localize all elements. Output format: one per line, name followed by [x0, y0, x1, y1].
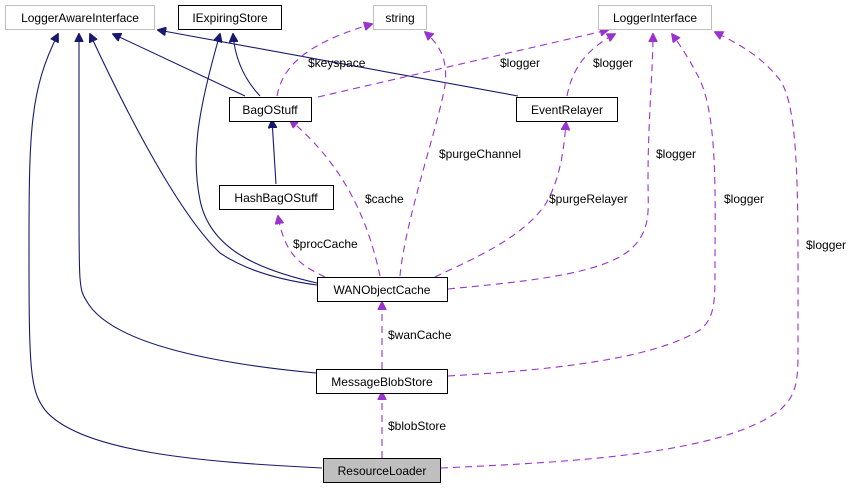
node-bagostuff[interactable]: BagOStuff: [229, 97, 312, 122]
node-label: string: [385, 11, 414, 25]
node-label: IExpiringStore: [192, 11, 268, 25]
node-wanobjectcache[interactable]: WANObjectCache: [317, 277, 448, 302]
label-messageblobstore-logger: $logger: [724, 192, 764, 206]
edge-wanobjectcache-string: [399, 32, 447, 277]
label-purgerelayer: $purgeRelayer: [549, 192, 628, 206]
label-resourceloader-logger: $logger: [806, 238, 846, 252]
edge-wanobjectcache-loggerinterface: [447, 34, 653, 290]
edge-eventrelayer-loggerawareinterface: [158, 30, 519, 97]
edge-resourceloader-loggerawareinterface: [28, 34, 323, 469]
node-label: BagOStuff: [242, 103, 298, 117]
edge-bagostuff-loggerinterface: [317, 30, 608, 98]
node-iexpiringstore[interactable]: IExpiringStore: [178, 5, 282, 30]
inheritance-edges: [28, 30, 519, 469]
label-bagostuff-logger: $logger: [500, 56, 540, 70]
label-blobstore: $blobStore: [388, 419, 446, 433]
edge-messageblobstore-loggerawareinterface: [79, 34, 317, 374]
usage-edges: [276, 24, 799, 469]
edge-labels: $keyspace $logger $logger $purgeChannel …: [293, 56, 846, 433]
edge-wanobjectcache-iexpiringstore: [195, 34, 318, 284]
edge-wanobjectcache-bagostuff: [290, 120, 381, 277]
label-proccache: $procCache: [293, 237, 358, 251]
node-label: EventRelayer: [531, 103, 603, 117]
label-cache: $cache: [365, 192, 404, 206]
edge-resourceloader-loggerinterface: [440, 32, 799, 469]
node-loggerawareinterface[interactable]: LoggerAwareInterface: [5, 5, 155, 30]
node-label: WANObjectCache: [334, 283, 431, 297]
label-keyspace: $keyspace: [308, 56, 366, 70]
node-label: MessageBlobStore: [331, 375, 433, 389]
edge-hashbagostuff-bagostuff: [272, 120, 276, 185]
label-purgechannel: $purgeChannel: [439, 147, 521, 161]
edge-bagostuff-iexpiringstore: [233, 34, 261, 97]
edge-wanobjectcache-hashbagostuff: [278, 216, 326, 278]
edge-bagostuff-loggerawareinterface: [113, 34, 246, 97]
edge-messageblobstore-loggerinterface: [447, 34, 716, 377]
label-eventrelayer-logger: $logger: [593, 56, 633, 70]
node-loggerinterface[interactable]: LoggerInterface: [598, 5, 712, 30]
node-label: LoggerAwareInterface: [21, 11, 139, 25]
edge-eventrelayer-loggerinterface: [566, 34, 615, 97]
edge-bagostuff-string: [276, 24, 372, 97]
node-string[interactable]: string: [373, 5, 427, 30]
node-eventrelayer[interactable]: EventRelayer: [516, 97, 618, 122]
node-label: ResourceLoader: [338, 464, 427, 478]
edge-wanobjectcache-eventrelayer: [434, 122, 566, 278]
label-wanobjectcache-logger: $logger: [656, 147, 696, 161]
label-wancache: $wanCache: [388, 328, 452, 342]
edge-wanobjectcache-loggerawareinterface: [90, 34, 318, 286]
node-hashbagostuff[interactable]: HashBagOStuff: [219, 185, 334, 210]
node-label: HashBagOStuff: [234, 191, 318, 205]
node-label: LoggerInterface: [613, 11, 697, 25]
node-messageblobstore[interactable]: MessageBlobStore: [316, 369, 448, 394]
node-resourceloader[interactable]: ResourceLoader: [323, 458, 441, 483]
